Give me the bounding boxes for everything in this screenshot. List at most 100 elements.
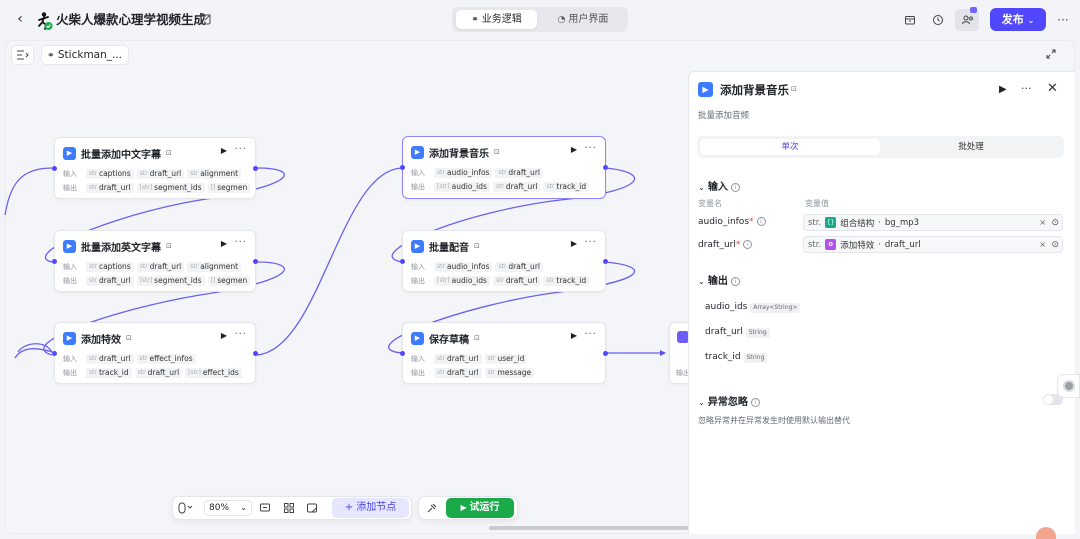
input-port[interactable] xyxy=(52,259,57,264)
palette-icon: ◔ xyxy=(557,15,569,25)
assistant-icon xyxy=(1063,380,1075,392)
input-port[interactable] xyxy=(52,351,57,356)
struct-node-icon: {} xyxy=(825,217,837,228)
add-node-button[interactable]: + 添加节点 xyxy=(332,498,409,518)
fullscreen-icon[interactable] xyxy=(1045,48,1057,60)
minimap-icon[interactable] xyxy=(306,502,318,514)
toggle-knob xyxy=(1044,395,1053,404)
plugin-play-icon: ▶ xyxy=(63,239,76,253)
chevron-down-icon: ⌄ xyxy=(698,277,705,286)
input-port[interactable] xyxy=(52,166,57,171)
back-chevron-icon[interactable]: ‹ xyxy=(17,11,23,27)
breadcrumb[interactable]: ⚭ Stickman_... xyxy=(41,45,129,65)
end-node-icon xyxy=(677,331,689,343)
draft-url-value-field[interactable]: str. ✿ 添加特效·draft_url × ⊙ xyxy=(803,236,1063,253)
mouse-mode-icon[interactable] xyxy=(178,502,202,516)
output-port[interactable] xyxy=(253,259,258,264)
chevron-down-icon: ⌄ xyxy=(698,183,705,192)
run-node-icon[interactable]: ▶ xyxy=(570,239,577,248)
run-node-icon[interactable]: ▶ xyxy=(570,331,577,340)
tab-batch[interactable]: 批处理 xyxy=(958,142,984,152)
exception-toggle[interactable] xyxy=(1043,394,1063,405)
horizontal-scrollbar[interactable] xyxy=(489,526,689,530)
assistant-float-button[interactable] xyxy=(1057,374,1080,398)
test-tool-icon[interactable] xyxy=(426,502,438,514)
node-more-icon[interactable]: ··· xyxy=(234,237,247,248)
tab-business-logic[interactable]: ⚭ 业务逻辑 xyxy=(456,10,537,29)
resource-box-icon[interactable] xyxy=(900,10,920,30)
edit-title-icon[interactable] xyxy=(199,12,213,26)
variable-select-icon[interactable]: ⊙ xyxy=(1051,239,1059,250)
chevron-down-icon: ⌄ xyxy=(698,398,705,407)
run-node-icon[interactable]: ▶ xyxy=(999,84,1007,95)
comment-icon[interactable] xyxy=(259,502,271,514)
workflow-icon: ⚭ xyxy=(47,51,55,61)
info-icon: i xyxy=(750,397,760,407)
sidebar-toggle-button[interactable] xyxy=(11,45,34,65)
history-icon[interactable] xyxy=(928,10,948,30)
node-more-icon[interactable]: ··· xyxy=(234,329,247,340)
run-node-icon[interactable]: ▶ xyxy=(220,146,227,155)
info-icon: i xyxy=(756,217,766,226)
plugin-play-icon: ▶ xyxy=(411,239,424,253)
clear-icon[interactable]: × xyxy=(1039,240,1046,249)
workflow-icon: ⚭ xyxy=(471,15,482,25)
output-draft-url: draft_url String xyxy=(705,327,770,338)
output-audio-ids: audio_ids Array<String> xyxy=(705,302,801,313)
output-port[interactable] xyxy=(603,259,608,264)
node-more-icon[interactable]: ··· xyxy=(584,143,597,154)
output-port[interactable] xyxy=(603,165,608,170)
tab-user-interface[interactable]: ◔ 用户界面 xyxy=(557,14,609,25)
node-more-icon[interactable]: ··· xyxy=(234,144,247,155)
node-info-icon: ⊡ xyxy=(166,242,172,250)
output-port[interactable] xyxy=(253,166,258,171)
input-name-audio-infos: audio_infos*i xyxy=(698,217,766,227)
panel-subtitle: 批量添加音频 xyxy=(698,111,750,121)
node-more-icon[interactable]: ··· xyxy=(584,329,597,340)
input-port[interactable] xyxy=(400,165,405,170)
avatar[interactable] xyxy=(1036,527,1056,539)
info-doc-icon[interactable]: ⊡ xyxy=(791,85,797,93)
play-icon: ▶ xyxy=(460,503,470,512)
audio-infos-value-field[interactable]: str. {} 组合结构·bg_mp3 × ⊙ xyxy=(803,214,1063,231)
chevron-down-icon: ⌄ xyxy=(1027,16,1035,25)
test-run-button[interactable]: ▶ 试运行 xyxy=(446,498,514,518)
output-port[interactable] xyxy=(253,351,258,356)
clear-icon[interactable]: × xyxy=(1039,218,1046,227)
close-icon[interactable]: ✕ xyxy=(1047,81,1058,96)
more-icon[interactable]: ··· xyxy=(1057,13,1069,27)
collaborators-icon[interactable] xyxy=(955,7,979,31)
effect-node-icon: ✿ xyxy=(825,239,837,250)
run-node-icon[interactable]: ▶ xyxy=(220,331,227,340)
input-port[interactable] xyxy=(400,259,405,264)
node-info-icon: ⊡ xyxy=(126,334,132,342)
output-track-id: track_id String xyxy=(705,352,768,363)
zoom-select[interactable]: 80%⌄ xyxy=(204,500,252,516)
exception-description: 忽略异常并在异常发生时使用默认输出替代 xyxy=(698,416,850,425)
input-port[interactable] xyxy=(400,351,405,356)
variable-select-icon[interactable]: ⊙ xyxy=(1051,217,1059,228)
layout-grid-icon[interactable] xyxy=(283,502,295,514)
publish-button[interactable]: 发布 ⌄ xyxy=(990,8,1046,31)
plugin-play-icon: ▶ xyxy=(411,331,424,345)
run-node-icon[interactable]: ▶ xyxy=(220,239,227,248)
workflow-title: 火柴人爆款心理学视频生成 xyxy=(56,12,207,27)
plus-icon: + xyxy=(344,502,357,513)
run-node-icon[interactable]: ▶ xyxy=(570,145,577,154)
node-more-icon[interactable]: ··· xyxy=(584,237,597,248)
chevron-down-icon: ⌄ xyxy=(240,503,247,512)
output-port[interactable] xyxy=(603,351,608,356)
node-info-icon: ⊡ xyxy=(166,149,172,157)
tab-single[interactable]: 单次 xyxy=(700,139,880,155)
more-icon[interactable]: ··· xyxy=(1021,82,1032,95)
